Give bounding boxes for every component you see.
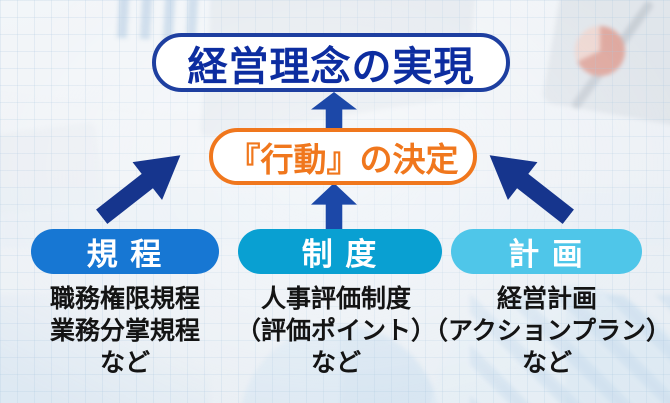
detail-line: 経営計画 [496,285,597,313]
detail-line: など [310,349,361,377]
category-pill-plans: 計 画 [451,229,642,274]
decision-box: 『行動』の決定 [209,128,477,185]
category-label: 規 程 [86,237,164,272]
category-details-plans: 経営計画 （アクションプラン） など [412,283,670,379]
detail-line: 職務権限規程 [49,285,200,313]
category-pill-systems: 制 度 [238,229,442,274]
goal-label: 経営理念の実現 [187,44,475,89]
detail-line: 業務分掌規程 [49,317,200,345]
category-details-systems: 人事評価制度 （評価ポイント） など [216,283,456,379]
category-label: 制 度 [301,237,379,272]
decision-label: 『行動』の決定 [227,140,459,178]
detail-line: （評価ポイント） [235,317,436,345]
category-details-regulations: 職務権限規程 業務分掌規程 など [5,283,245,379]
category-label: 計 画 [508,237,585,272]
goal-box: 経営理念の実現 [152,33,510,92]
detail-line: など [99,349,150,377]
category-pill-regulations: 規 程 [31,229,219,274]
detail-line: （アクションプラン） [422,317,670,345]
detail-line: など [521,349,572,377]
detail-line: 人事評価制度 [260,285,411,313]
